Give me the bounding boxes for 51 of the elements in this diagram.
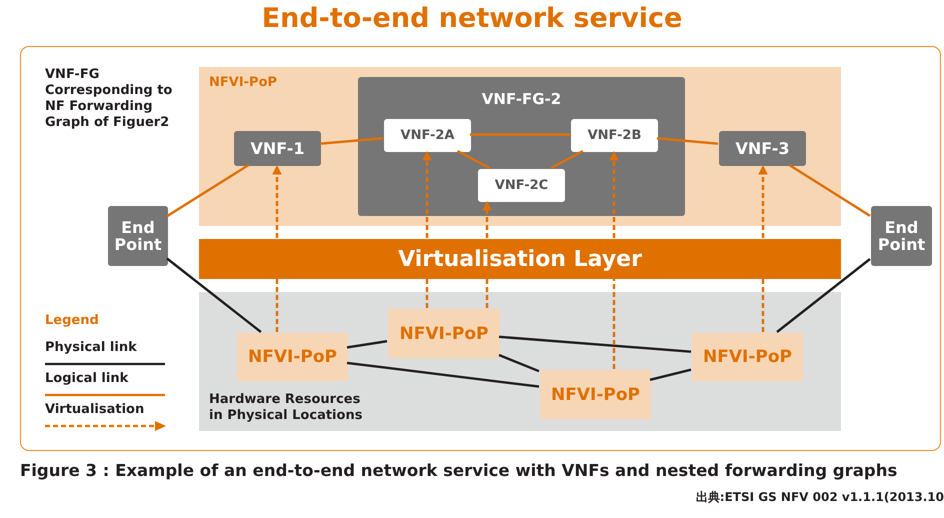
- title: End-to-end network service: [260, 3, 684, 34]
- nfvi-pop-box: NFVI-PoP: [692, 333, 803, 381]
- vnf-box: VNF-2B: [571, 119, 658, 152]
- forwarding-graph-box: [358, 77, 685, 216]
- link-line: [650, 368, 692, 381]
- vnf-box: VNF-2C: [478, 169, 565, 202]
- vnf-box: End Point: [108, 206, 168, 266]
- link-line: [346, 340, 388, 349]
- arrow: [758, 165, 768, 238]
- legend-text: Logical link: [45, 371, 128, 386]
- group-label: VNF-FG-2: [480, 90, 562, 108]
- link-line: [550, 150, 584, 170]
- link-line: [762, 278, 764, 332]
- diagram-frame: [20, 46, 941, 451]
- link-line: [486, 278, 488, 308]
- source-note: 出典:ETSI GS NFV 002 v1.1.1(2013.10: [696, 489, 944, 506]
- vnf-box: VNF-2A: [384, 119, 471, 152]
- arrow: [482, 201, 492, 238]
- nfvi-pop-box: NFVI-PoP: [388, 309, 500, 358]
- legend-text: Virtualisation: [45, 402, 144, 417]
- note-text: VNF-FG Corresponding to NF Forwarding Graph of Figuer2: [45, 67, 174, 131]
- caption: Figure 3 : Example of an end-to-end network service with VNFs and nested forwarding graphs: [20, 461, 898, 480]
- link-line: [612, 278, 616, 369]
- link-line: [656, 137, 718, 145]
- virtualisation-layer-bar: Virtualisation Layer: [199, 239, 841, 279]
- link-line: [456, 150, 490, 170]
- arrow: [422, 151, 432, 238]
- legend-heading: Legend: [45, 313, 99, 328]
- vnf-box: VNF-3: [719, 131, 806, 166]
- link-line: [776, 258, 871, 333]
- link-line: [166, 258, 262, 333]
- region-label: NFVI-PoP: [209, 75, 278, 90]
- vnf-box: VNF-1: [234, 131, 321, 166]
- legend-text: Physical link: [45, 340, 137, 355]
- hardware-region: [199, 292, 841, 431]
- arrow: [272, 165, 282, 238]
- link-line: [276, 278, 278, 332]
- arrow: [609, 151, 619, 238]
- nfvi-pop-box: NFVI-PoP: [540, 370, 651, 419]
- link-line: [166, 164, 250, 218]
- link-line: [320, 137, 384, 145]
- link-line: [346, 362, 540, 388]
- link-line: [470, 133, 570, 136]
- link-line: [498, 336, 692, 353]
- link-line: [426, 278, 428, 308]
- nfvi-pop-region: [199, 67, 841, 226]
- link-line: [788, 164, 871, 217]
- vnf-box: End Point: [871, 206, 932, 266]
- nfvi-pop-box: NFVI-PoP: [237, 333, 348, 381]
- link-line: [498, 354, 540, 372]
- region-label: Hardware Resources in Physical Locations: [209, 392, 364, 424]
